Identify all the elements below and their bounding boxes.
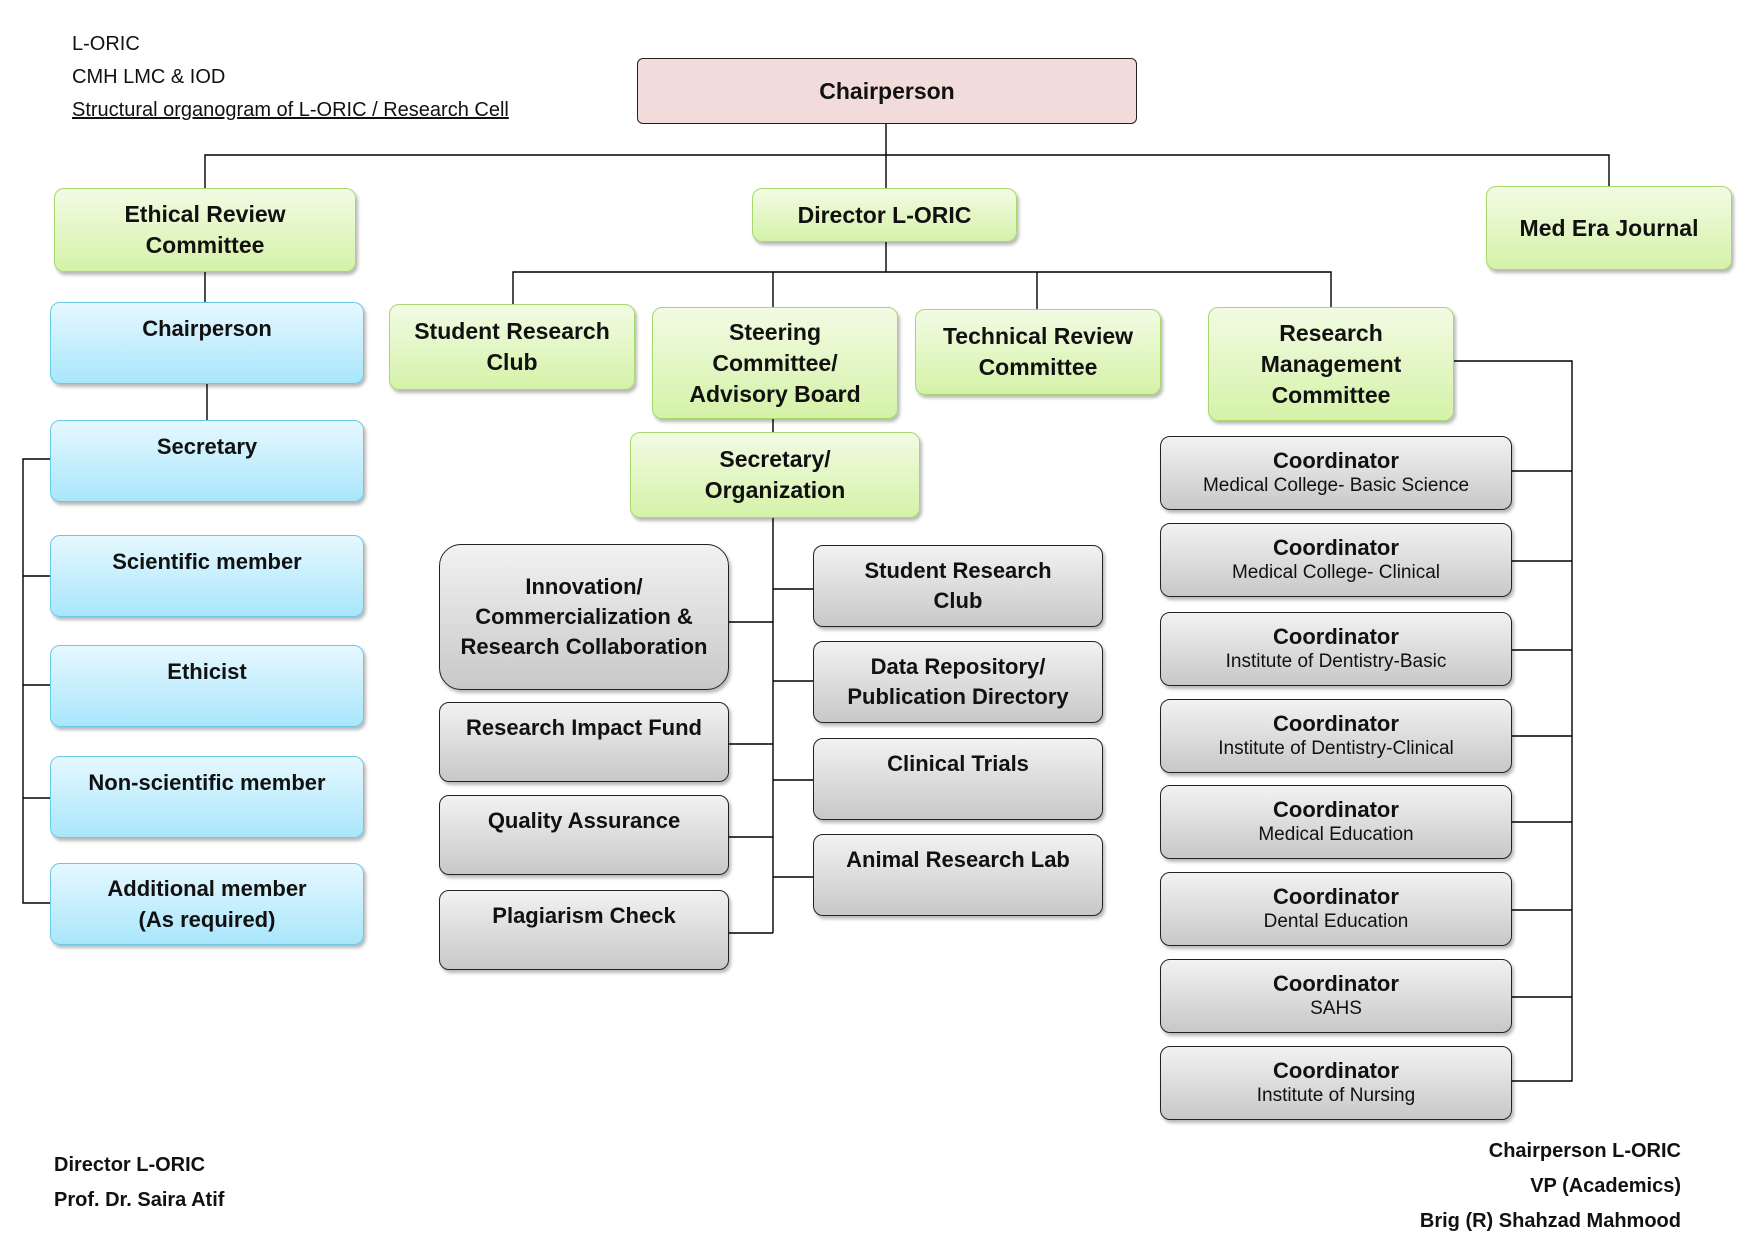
institution-name: CMH LMC & IOD (72, 66, 226, 88)
director-unit-box: Technical Review Committee (915, 309, 1161, 395)
diagram-title: Structural organogram of L-ORIC / Resear… (72, 99, 509, 121)
left-unit-label: Research Impact Fund (466, 715, 702, 740)
coordinator-unit: Institute of Dentistry-Basic (1225, 651, 1447, 672)
footer-left: Director L-ORIC Prof. Dr. Saira Atif (54, 1148, 224, 1218)
ethics-member-label: Non-scientific member (88, 770, 326, 795)
left-unit-box: Innovation/ Commercialization & Research… (439, 544, 729, 690)
signatory-title: Chairperson L-ORIC (1488, 1140, 1681, 1162)
left-unit-box: Quality Assurance (439, 795, 729, 875)
director-unit-box: Steering Committee/ Advisory Board (652, 307, 898, 419)
signatory-title: Director L-ORIC (54, 1154, 206, 1176)
right-unit-box: Clinical Trials (813, 738, 1103, 820)
coordinator-unit: Medical Education (1258, 824, 1414, 845)
org-code: L-ORIC (72, 33, 140, 55)
ethics-member-box: Ethicist (50, 645, 364, 727)
left-unit-label: Quality Assurance (487, 808, 681, 833)
ethics-member-label: Additional member (As required) (107, 876, 307, 932)
right-unit-label: Data Repository/ Publication Directory (847, 654, 1069, 709)
connector (22, 458, 50, 904)
right-unit-label: Clinical Trials (887, 751, 1029, 776)
ethics-member-label: Scientific member (112, 549, 302, 574)
coordinator-title: Coordinator (1273, 797, 1399, 822)
ethics-member-box: Scientific member (50, 535, 364, 617)
coordinator-box: Coordinator Institute of Dentistry-Clini… (1160, 699, 1512, 773)
coordinator-unit: Institute of Nursing (1256, 1085, 1416, 1106)
right-unit-box: Student Research Club (813, 545, 1103, 627)
right-unit-box: Data Repository/ Publication Directory (813, 641, 1103, 723)
ethical-review-committee-label: Ethical Review Committee (124, 201, 286, 258)
director-label: Director L-ORIC (797, 201, 972, 228)
med-era-journal-label: Med Era Journal (1519, 214, 1699, 241)
coordinator-title: Coordinator (1273, 624, 1399, 649)
ethics-member-label: Secretary (156, 434, 258, 459)
coordinator-title: Coordinator (1273, 1058, 1399, 1083)
left-unit-label: Innovation/ Commercialization & Research… (460, 574, 708, 659)
connector (1454, 360, 1573, 1082)
coordinator-box: Coordinator Dental Education (1160, 872, 1512, 946)
signatory-name: Brig (R) Shahzad Mahmood (1419, 1210, 1681, 1232)
coordinator-unit: Institute of Dentistry-Clinical (1218, 738, 1454, 759)
coordinator-title: Coordinator (1273, 884, 1399, 909)
connector (204, 154, 1610, 188)
director-unit-box: Student Research Club (389, 304, 635, 390)
ethics-member-box: Additional member (As required) (50, 863, 364, 945)
coordinator-box: Coordinator Medical College- Clinical (1160, 523, 1512, 597)
ethics-member-box: Secretary (50, 420, 364, 502)
connector (512, 271, 1332, 307)
ethics-member-label: Ethicist (167, 659, 247, 684)
chairperson-box: Chairperson (637, 58, 1137, 124)
left-unit-label: Plagiarism Check (492, 903, 676, 928)
coordinator-unit: Dental Education (1263, 911, 1409, 932)
ethics-member-box: Non-scientific member (50, 756, 364, 838)
director-box: Director L-ORIC (752, 188, 1017, 242)
coordinator-box: Coordinator SAHS (1160, 959, 1512, 1033)
secretary-organization-label: Secretary/ Organization (704, 446, 846, 503)
ethical-review-committee-box: Ethical Review Committee (54, 188, 356, 272)
chairperson-label: Chairperson (819, 77, 955, 104)
director-unit-box: Research Management Committee (1208, 307, 1454, 421)
coordinator-title: Coordinator (1273, 971, 1399, 996)
ethics-member-label: Chairperson (142, 316, 272, 341)
signatory-name: Prof. Dr. Saira Atif (54, 1189, 225, 1211)
coordinator-title: Coordinator (1273, 711, 1399, 736)
signatory-role: VP (Academics) (1530, 1175, 1681, 1197)
coordinator-box: Coordinator Medical College- Basic Scien… (1160, 436, 1512, 510)
right-unit-label: Animal Research Lab (846, 847, 1070, 872)
secretary-organization-box: Secretary/ Organization (630, 432, 920, 518)
right-unit-label: Student Research Club (864, 558, 1052, 613)
coordinator-title: Coordinator (1273, 448, 1399, 473)
coordinator-title: Coordinator (1273, 535, 1399, 560)
director-unit-label: Student Research Club (414, 318, 610, 375)
coordinator-box: Coordinator Institute of Dentistry-Basic (1160, 612, 1512, 686)
director-unit-label: Steering Committee/ Advisory Board (689, 318, 861, 407)
coordinator-unit: Medical College- Basic Science (1202, 475, 1470, 496)
coordinator-box: Coordinator Institute of Nursing (1160, 1046, 1512, 1120)
ethics-member-box: Chairperson (50, 302, 364, 384)
right-unit-box: Animal Research Lab (813, 834, 1103, 916)
coordinator-box: Coordinator Medical Education (1160, 785, 1512, 859)
director-unit-label: Technical Review Committee (942, 323, 1134, 380)
left-unit-box: Plagiarism Check (439, 890, 729, 970)
director-unit-label: Research Management Committee (1260, 319, 1402, 408)
footer-right: Chairperson L-ORIC VP (Academics) Brig (… (1420, 1134, 1681, 1239)
coordinator-unit: SAHS (1310, 998, 1362, 1019)
med-era-journal-box: Med Era Journal (1486, 186, 1732, 270)
coordinator-unit: Medical College- Clinical (1231, 562, 1441, 583)
left-unit-box: Research Impact Fund (439, 702, 729, 782)
header-notes: L-ORIC CMH LMC & IOD Structural organogr… (72, 28, 509, 127)
